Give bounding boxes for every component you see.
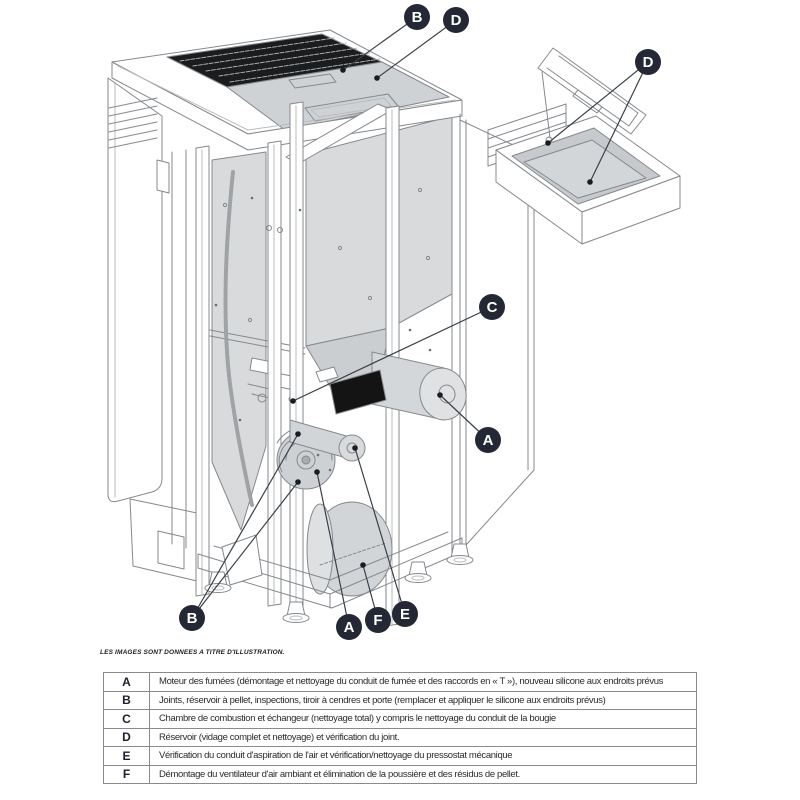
legend-key: B: [103, 690, 150, 710]
leader-dot: [295, 431, 301, 437]
leader-line: [376, 19, 457, 79]
legend-key: A: [103, 672, 150, 692]
leader-line: [191, 433, 299, 619]
legend-description: Vérification du conduit d'aspiration de …: [149, 746, 697, 766]
leader-dot: [360, 562, 366, 568]
legend-description: Réservoir (vidage complet et nettoyage) …: [149, 727, 697, 747]
leader-line: [191, 481, 299, 619]
callout-c: C: [479, 294, 505, 320]
legend-description: Moteur des fumées (démontage et nettoyag…: [149, 672, 697, 692]
leader-dot: [340, 67, 346, 73]
leader-dot: [290, 398, 296, 404]
callout-d: D: [635, 49, 661, 75]
leader-line: [316, 471, 350, 628]
leader-dot: [545, 140, 551, 146]
illustration-disclaimer: LES IMAGES SONT DONNEES A TITRE D'ILLUST…: [100, 649, 285, 656]
leader-line: [547, 61, 649, 144]
callout-b: B: [404, 4, 430, 30]
leader-dot: [374, 75, 380, 81]
callout-a: A: [475, 427, 501, 453]
callout-e: E: [392, 601, 418, 627]
callout-b: B: [179, 605, 205, 631]
leader-dot: [314, 469, 320, 475]
leader-dot: [295, 479, 301, 485]
legend-description: Démontage du ventilateur d'air ambiant e…: [149, 764, 697, 784]
legend-description: Chambre de combustion et échangeur (nett…: [149, 709, 697, 729]
callout-f: F: [365, 607, 391, 633]
callout-a: A: [336, 614, 362, 640]
legend-key: D: [103, 727, 150, 747]
legend-key: F: [103, 764, 150, 784]
legend-key: E: [103, 746, 150, 766]
callout-leader-lines: [191, 16, 649, 628]
leader-line: [292, 306, 493, 402]
leader-dot: [352, 445, 358, 451]
leader-line: [354, 447, 406, 615]
leader-line: [342, 16, 418, 71]
leader-dot: [587, 179, 593, 185]
leader-line: [589, 61, 649, 183]
legend-description: Joints, réservoir à pellet, inspections,…: [149, 690, 697, 710]
callout-d: D: [443, 7, 469, 33]
leader-dot: [437, 392, 443, 398]
legend-key: C: [103, 709, 150, 729]
